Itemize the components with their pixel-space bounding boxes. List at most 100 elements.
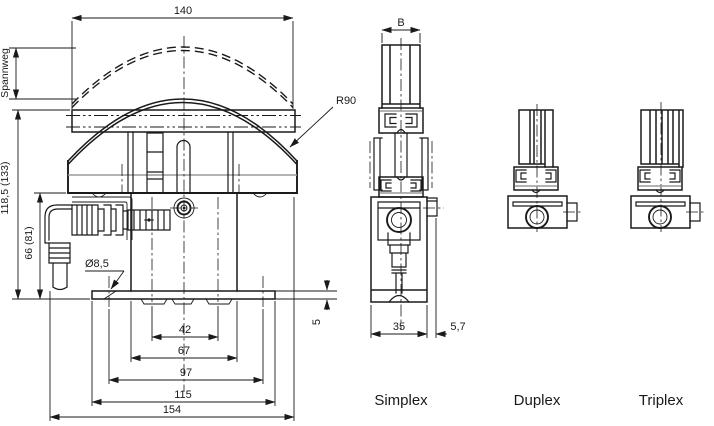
simplex-sensor-box (370, 196, 444, 303)
upper-clamp-jaws (384, 113, 418, 128)
simplex-geometry (369, 38, 444, 330)
center-slot (176, 139, 191, 194)
connector-elbow (44, 204, 73, 244)
triplex-plug-inner-circle (652, 209, 668, 225)
dim-text-hole-dia: Ø8,5 (85, 258, 109, 270)
ext-lines-118 (12, 109, 90, 300)
label-triplex: Triplex (639, 392, 684, 409)
dim-text-154: 154 (163, 404, 181, 416)
duplex-clamp-outline (513, 166, 559, 191)
mounting-plate (91, 290, 276, 300)
triplex-rail-section (640, 109, 684, 168)
ext-lines-b (381, 33, 421, 43)
label-simplex: Simplex (374, 392, 428, 409)
connector-rings (97, 204, 129, 236)
plug-outer-circle (386, 207, 412, 233)
connector-knurled-nut (71, 204, 99, 236)
dim-text-115: 115 (174, 389, 192, 401)
simplex-spring-housing (369, 132, 433, 191)
box-side-tab (426, 197, 438, 217)
triplex-box-outline (630, 195, 691, 229)
chain-rail-centerlines (66, 115, 301, 128)
dim-text-118: 118,5 (133) (0, 162, 11, 215)
duplex-clamp-boss (531, 189, 541, 194)
side-view-simplex: B 35 5,7 Simplex (369, 17, 466, 409)
label-duplex: Duplex (514, 392, 561, 409)
upper-housing-outline (67, 160, 298, 194)
duplex-clamp-jaws (515, 169, 557, 183)
cable-connector (44, 204, 171, 291)
triplex-box-tab (689, 202, 701, 222)
dim-text-spannweg: Spannweg (0, 48, 11, 98)
mounting-feet (140, 298, 233, 305)
simplex-rail-section (381, 44, 421, 109)
dim-text-66: 66 (81) (23, 226, 35, 259)
triplex-clamp-boss (655, 189, 665, 194)
chain-rail (71, 109, 296, 133)
lower-clamp-outline (378, 176, 424, 198)
variant-triplex: Triplex (630, 102, 706, 409)
plate-extension-lines (275, 290, 337, 300)
duplex-box-outline (507, 195, 568, 229)
dim-text-97: 97 (180, 367, 192, 379)
dim-text-5: 5 (311, 319, 323, 325)
plug-body (387, 232, 411, 303)
ext-lines-115 (91, 301, 276, 406)
duplex-plug-inner-circle (529, 209, 545, 225)
simplex-dimensions: B 35 5,7 (370, 17, 466, 338)
lower-housing-outline (130, 192, 238, 292)
duplex-rail-section (518, 109, 554, 168)
center-rod (394, 132, 408, 178)
plate-section-slash (103, 290, 117, 300)
dim-text-67: 67 (178, 345, 190, 357)
duplex-plug-outer-circle (525, 205, 549, 229)
housing-plates (373, 137, 429, 191)
dim-text-140: 140 (174, 5, 192, 17)
dim-text-42: 42 (179, 324, 191, 336)
center-block (146, 132, 164, 194)
upper-clamp-boss (396, 128, 406, 134)
front-view: 140 Spannweg 118,5 (133) 66 (81) R90 Ø8,… (0, 5, 356, 421)
tension-arc (66, 98, 299, 166)
support-columns (127, 131, 234, 194)
dim-text-b: B (397, 17, 404, 29)
duplex-clamp (513, 166, 559, 194)
ext-lines-spannweg (9, 47, 76, 100)
screw-center-dot (182, 206, 186, 210)
dim-text-57: 5,7 (450, 321, 465, 333)
leader-r90 (289, 106, 334, 148)
box-inner-frame (377, 201, 421, 241)
dim-text-35: 35 (393, 321, 405, 333)
duplex-sensor-box (507, 195, 583, 229)
duplex-box-tab (566, 202, 578, 222)
center-screw (170, 197, 198, 219)
connector-cable-gland (48, 242, 71, 291)
triplex-clamp-jaws (639, 169, 681, 183)
variant-duplex: Duplex (507, 104, 583, 409)
housing-plate-centerlines (369, 141, 433, 188)
lower-clamp-jaws (380, 179, 422, 192)
bolt-centerlines (151, 197, 219, 302)
box-outline (370, 196, 428, 303)
triplex-sensor-box (630, 195, 706, 229)
triplex-plug-outer-circle (648, 205, 672, 229)
simplex-upper-clamp (378, 107, 424, 134)
dim-text-r90: R90 (336, 95, 356, 107)
front-geometry (44, 36, 337, 392)
ext-lines-154 (49, 197, 295, 421)
simplex-lower-clamp (378, 176, 424, 198)
front-dimensions: 140 Spannweg 118,5 (133) 66 (81) R90 Ø8,… (0, 5, 356, 421)
upper-clamp-outline (378, 107, 424, 134)
ext-lines-97 (108, 309, 264, 384)
ext-lines-140 (71, 21, 294, 109)
lower-clamp-boss (396, 176, 406, 181)
support-column-centerlines (121, 164, 240, 192)
leader-hole (110, 270, 125, 290)
tension-arc-raised (71, 46, 294, 108)
triplex-clamp (637, 166, 683, 194)
triplex-clamp-outline (637, 166, 683, 191)
ext-lines-67 (130, 301, 238, 362)
plug-inner-circle (391, 212, 407, 228)
